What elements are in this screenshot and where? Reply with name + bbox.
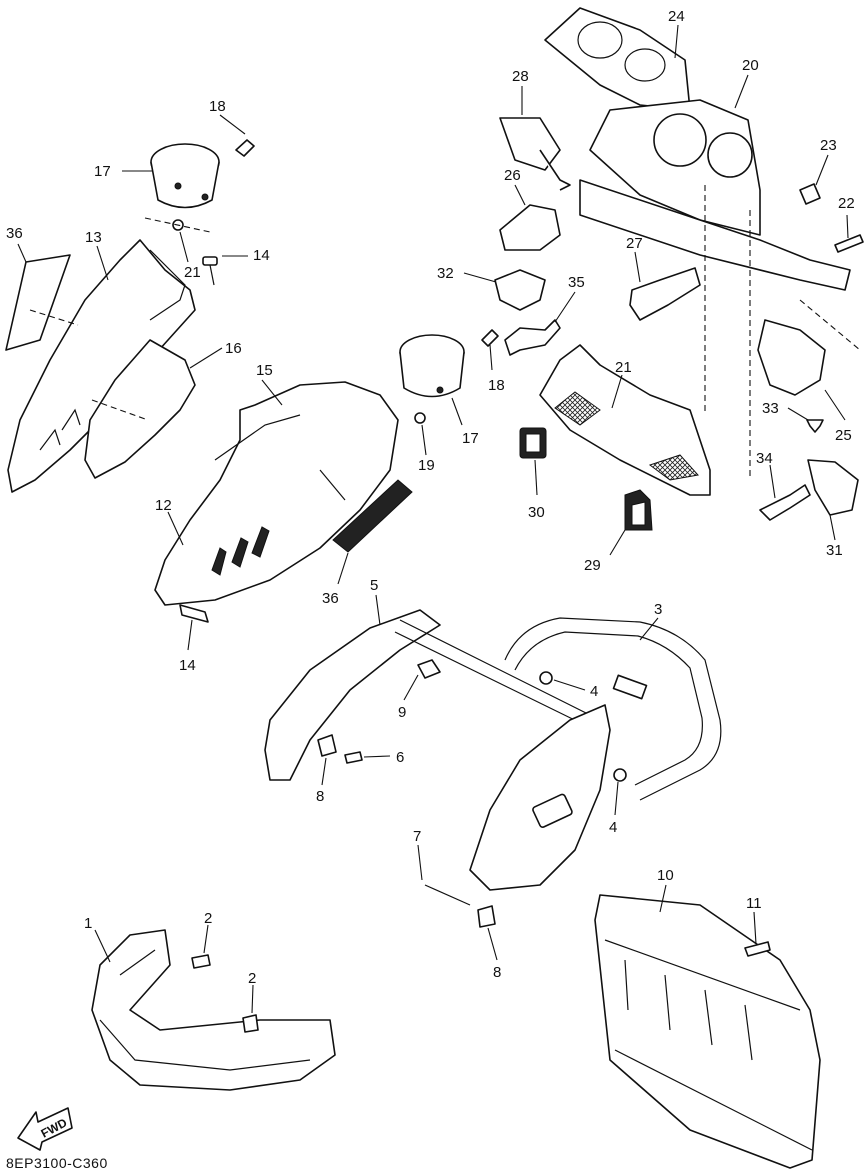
callout-21a: 21: [184, 264, 201, 281]
decal-strip-left: [5, 243, 71, 351]
front-cowl: [154, 379, 399, 606]
bracket-25: [757, 319, 846, 421]
bolt-4-upper: [539, 671, 586, 691]
side-panel-right: [469, 704, 611, 891]
front-bumper: [91, 929, 336, 1091]
bolt-14-upper: [202, 255, 248, 286]
callout-35: 35: [568, 274, 585, 291]
callout-14b: 14: [179, 657, 196, 674]
callout-4a: 4: [590, 683, 598, 700]
clip-8-right: [477, 905, 498, 961]
headlight-housing-left: [122, 143, 220, 209]
callout-24: 24: [668, 8, 685, 25]
callout-20: 20: [742, 57, 759, 74]
callout-2a: 2: [204, 910, 212, 927]
frame-rails: [504, 617, 722, 801]
upper-bracket: [544, 7, 691, 111]
callout-22: 22: [838, 195, 855, 212]
callout-11: 11: [746, 895, 762, 912]
side-cover-left: [7, 239, 196, 493]
callout-18a: 18: [209, 98, 226, 115]
bolt-23: [799, 154, 829, 205]
callout-23: 23: [820, 137, 837, 154]
screw-18-center: [481, 329, 499, 371]
callout-25: 25: [835, 427, 852, 444]
screw-18-left: [219, 114, 255, 157]
nut-19: [414, 412, 426, 424]
callout-36a: 36: [6, 225, 23, 242]
callout-26: 26: [504, 167, 521, 184]
rivet-11: [744, 911, 771, 957]
callout-28: 28: [512, 68, 529, 85]
callout-10: 10: [657, 867, 674, 884]
screw-33: [787, 407, 824, 433]
lower-meter-cover: [539, 344, 711, 496]
bolt-4-lower: [613, 768, 627, 816]
callout-32: 32: [437, 265, 454, 282]
bolt-2-lower: [242, 984, 259, 1033]
callout-15: 15: [256, 362, 273, 379]
clip-8-left: [317, 734, 337, 786]
bolt-7: [417, 844, 471, 906]
bolt-2-upper: [191, 924, 211, 969]
callout-12: 12: [155, 497, 172, 514]
bracket-34: [759, 464, 811, 521]
callout-31: 31: [826, 542, 843, 559]
callout-9: 9: [398, 704, 406, 721]
callout-18b: 18: [488, 377, 505, 394]
callout-2b: 2: [248, 970, 256, 987]
inner-panel: [84, 339, 223, 479]
skid-plate: [594, 884, 821, 1169]
fwd-arrow-icon: FWD: [17, 1107, 73, 1151]
callout-17a: 17: [94, 163, 111, 180]
grommet-29: [609, 489, 653, 556]
callout-6: 6: [396, 749, 404, 766]
callout-8b: 8: [493, 964, 501, 981]
callout-27: 27: [626, 235, 643, 252]
callout-5: 5: [370, 577, 378, 594]
callout-1: 1: [84, 915, 92, 932]
callout-30: 30: [528, 504, 545, 521]
bracket-31: [807, 459, 859, 541]
callout-4b: 4: [609, 819, 617, 836]
callout-36b: 36: [322, 590, 339, 607]
callout-29: 29: [584, 557, 601, 574]
callout-16: 16: [225, 340, 242, 357]
callout-14a: 14: [253, 247, 270, 264]
bracket-26: [499, 184, 561, 251]
bracket-32: [463, 269, 546, 311]
callout-13: 13: [85, 229, 102, 246]
bracket-35: [504, 291, 576, 356]
meter-panel: [579, 74, 851, 291]
bolt-6: [344, 751, 391, 764]
bracket-27: [629, 251, 701, 321]
callout-19: 19: [418, 457, 435, 474]
callout-8a: 8: [316, 788, 324, 805]
callout-17b: 17: [462, 430, 479, 447]
diagram-code: 8EP3100-C360: [6, 1155, 108, 1171]
callout-3: 3: [654, 601, 662, 618]
callout-34: 34: [756, 450, 773, 467]
callout-21b: 21: [615, 359, 632, 376]
headlight-housing-center: [399, 334, 465, 426]
bracket-28: [499, 86, 571, 191]
bolt-14-lower: [179, 604, 209, 651]
grommet-30: [519, 427, 547, 496]
callout-33: 33: [762, 400, 779, 417]
screw-22: [834, 214, 864, 253]
clip-9: [403, 659, 441, 701]
callout-7: 7: [413, 828, 421, 845]
